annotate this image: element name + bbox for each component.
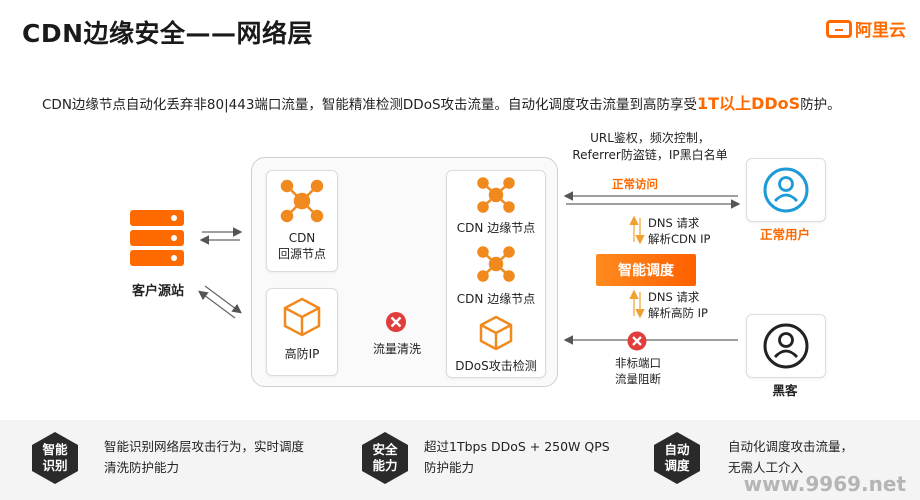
- dns-1-line1: DNS 请求: [648, 216, 700, 230]
- feature-3-text: 自动化调度攻击流量， 无需人工介入: [728, 436, 853, 479]
- dns-note-2: DNS 请求 解析高防 IP: [648, 290, 708, 321]
- port-block-line1: 非标端口: [615, 356, 661, 370]
- dns-2-line2: 解析高防 IP: [648, 305, 708, 320]
- aliyun-logo-icon: [826, 19, 852, 38]
- hacker-label: 黑客: [772, 383, 798, 398]
- high-defense-ip-card: 高防IP: [266, 288, 338, 376]
- subtitle-end: 防护。: [800, 97, 841, 113]
- url-auth-line1: URL鉴权，频次控制，: [590, 131, 710, 145]
- network-node-icon: [280, 179, 324, 223]
- feature-2-line2: 防护能力: [424, 460, 475, 476]
- normal-user-label: 正常用户: [759, 227, 810, 242]
- cdn-origin-node-line2: 回源节点: [277, 247, 326, 261]
- subtitle: CDN边缘节点自动化丢弃非80|443端口流量，智能精准检测DDoS攻击流量。自…: [42, 90, 841, 114]
- cube-icon: [283, 297, 321, 337]
- origin-server-icon: [130, 210, 184, 270]
- dns-2-line1: DNS 请求: [648, 290, 700, 304]
- feature-1-badge-line1: 智能: [42, 442, 68, 458]
- hacker-icon: [763, 323, 809, 369]
- cdn-origin-node-line1: CDN: [288, 231, 316, 245]
- subtitle-highlight: 1T以上DDoS: [697, 94, 801, 113]
- feature-3-badge-line1: 自动: [664, 442, 690, 458]
- aliyun-logo: 阿里云: [826, 16, 906, 41]
- user-icon: [763, 167, 809, 213]
- feature-2-line1: 超过1Tbps DDoS + 250W QPS: [424, 439, 610, 454]
- ddos-cube-icon: [479, 315, 513, 351]
- dns-1-line2: 解析CDN IP: [648, 231, 711, 246]
- dns-note-1: DNS 请求 解析CDN IP: [648, 216, 710, 247]
- block-icon-cleaning: [386, 312, 406, 332]
- subtitle-text: CDN边缘节点自动化丢弃非80|443端口流量，智能精准检测DDoS攻击流量。自…: [42, 97, 698, 113]
- ddos-detection-label: DDoS攻击检测: [455, 359, 537, 373]
- feature-3-badge: 自动调度: [654, 432, 700, 484]
- feature-1-badge-line2: 识别: [42, 458, 68, 473]
- port-block-line2: 流量阻断: [615, 371, 661, 386]
- url-auth-note: URL鉴权，频次控制， Referrer防盗链，IP黑白名单: [570, 130, 730, 164]
- features-band: [0, 420, 920, 500]
- url-auth-line2: Referrer防盗链，IP黑白名单: [572, 147, 728, 162]
- feature-1-line1: 智能识别网络层攻击行为，实时调度: [104, 439, 305, 454]
- cdn-edge-node-1: CDN 边缘节点: [456, 221, 536, 235]
- cdn-origin-node-card: CDN 回源节点: [266, 170, 338, 272]
- feature-3-line1: 自动化调度攻击流量，: [728, 439, 854, 454]
- watermark: www.9969.net: [743, 472, 906, 496]
- normal-user-card: [746, 158, 826, 222]
- feature-2-badge-line2: 能力: [372, 458, 398, 473]
- edge-nodes-card: CDN 边缘节点 CDN 边缘节点 DDoS攻击检测: [446, 170, 546, 378]
- port-block-note: 非标端口 流量阻断: [606, 356, 670, 387]
- normal-access-label: 正常访问: [612, 177, 658, 191]
- network-node-icon-edge2: [477, 246, 515, 282]
- feature-1-badge: 智能识别: [32, 432, 78, 484]
- feature-3-line2: 无需人工介入: [728, 460, 804, 476]
- smart-scheduling-box: 智能调度: [596, 254, 696, 286]
- feature-1-text: 智能识别网络层攻击行为，实时调度 清洗防护能力: [104, 436, 304, 479]
- arrow-hd-to-origin: [198, 290, 236, 319]
- traffic-cleaning-label: 流量清洗: [372, 342, 421, 356]
- arrow-origin-to-hd: [204, 285, 242, 314]
- feature-3-badge-line2: 调度: [664, 458, 690, 473]
- feature-2-badge: 安全能力: [362, 432, 408, 484]
- hacker-card: [746, 314, 826, 378]
- cdn-edge-node-2: CDN 边缘节点: [456, 292, 536, 306]
- feature-2-badge-line1: 安全: [372, 442, 398, 458]
- logo-text: 阿里云: [855, 21, 906, 41]
- feature-1-line2: 清洗防护能力: [104, 460, 180, 476]
- origin-label: 客户源站: [131, 284, 184, 299]
- page-title: CDN边缘安全——网络层: [22, 19, 314, 48]
- block-icon-port: [627, 331, 647, 351]
- network-node-icon-edge1: [477, 177, 515, 213]
- feature-2-text: 超过1Tbps DDoS + 250W QPS 防护能力: [424, 436, 610, 479]
- high-defense-ip-label: 高防IP: [284, 347, 320, 361]
